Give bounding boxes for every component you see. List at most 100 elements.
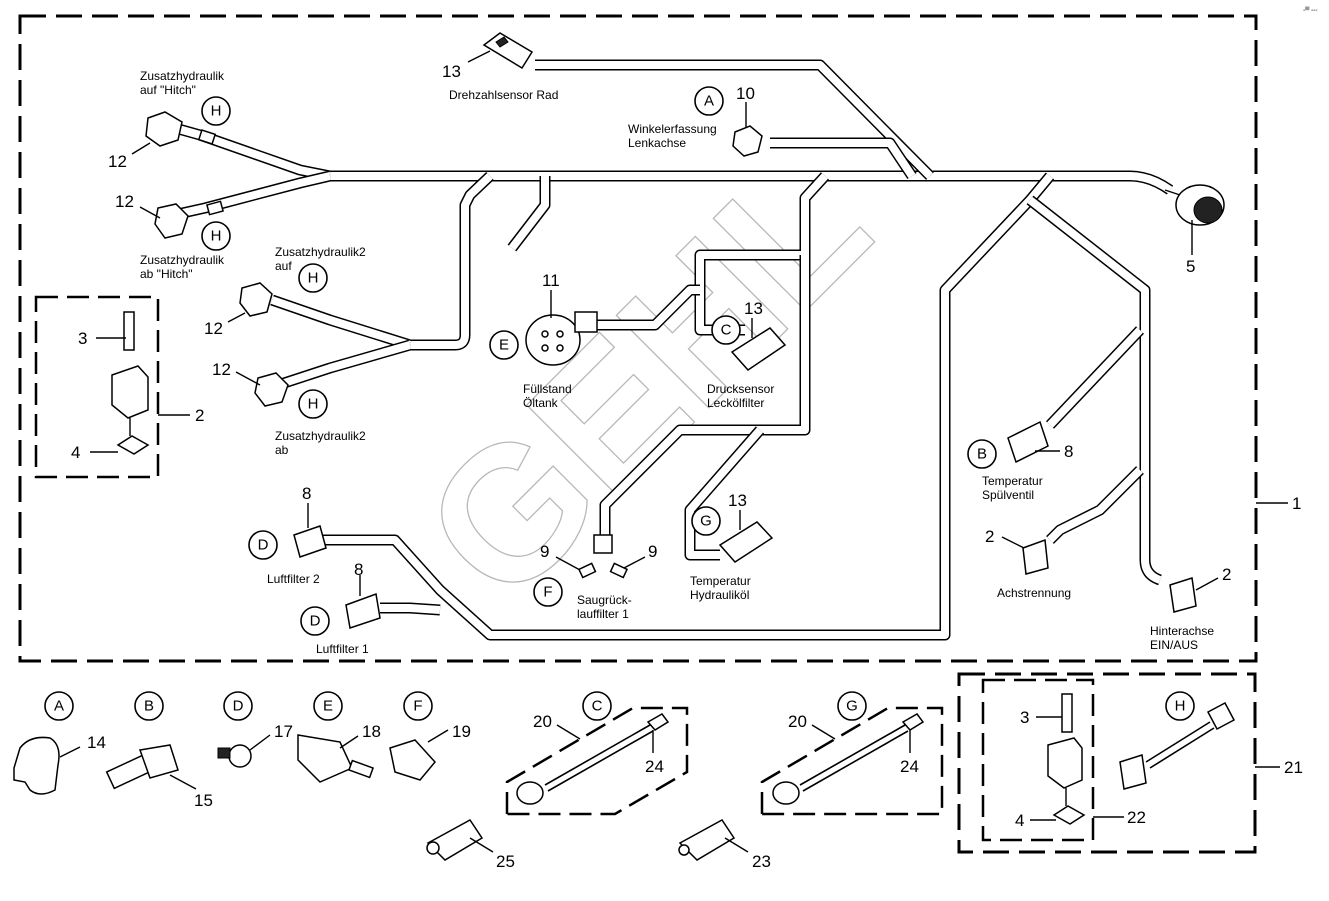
caption-zusatz-auf-hitch-2: auf "Hitch" xyxy=(140,83,196,97)
caption-drucksensor-1: Drucksensor xyxy=(707,382,774,396)
svg-text:F: F xyxy=(413,698,422,715)
connector-9-saugrueck xyxy=(577,534,629,579)
callout-17: 17 xyxy=(274,722,293,741)
caption-zusatz-ab-hitch-1: Zusatzhydraulik xyxy=(140,253,225,267)
svg-text:C: C xyxy=(721,322,732,339)
caption-hinterachse-1: Hinterachse xyxy=(1150,624,1214,638)
part-17-plug xyxy=(217,744,252,768)
letter-marker: G xyxy=(691,506,721,536)
svg-text:A: A xyxy=(54,698,64,715)
caption-zusatz2-auf-1: Zusatzhydraulik2 xyxy=(275,245,366,259)
callout-3: 3 xyxy=(1020,708,1029,727)
callout-10: 10 xyxy=(736,84,755,103)
letter-marker: A xyxy=(694,86,724,116)
svg-text:H: H xyxy=(1175,698,1186,715)
letter-marker: H xyxy=(298,263,328,293)
caption-drucksensor-2: Leckölfilter xyxy=(707,396,764,410)
callout-19: 19 xyxy=(452,722,471,741)
letter-marker: H xyxy=(298,389,328,419)
callout-4: 4 xyxy=(71,443,80,462)
part-25-sensor xyxy=(426,819,484,861)
callout-13: 13 xyxy=(728,491,747,510)
caption-fuellstand-1: Füllstand xyxy=(523,382,572,396)
letter-marker: F xyxy=(403,691,433,721)
svg-text:C: C xyxy=(592,698,603,715)
solenoid-with-cable-h xyxy=(1119,701,1236,790)
callout-14: 14 xyxy=(87,733,106,752)
callout-8: 8 xyxy=(1064,442,1073,461)
part-18-level-sensor xyxy=(297,734,375,783)
svg-text:G: G xyxy=(846,698,858,715)
svg-text:D: D xyxy=(310,613,321,630)
callout-2: 2 xyxy=(985,527,994,546)
caption-temperatur-spuel-1: Temperatur xyxy=(982,474,1043,488)
kit-frame-22 xyxy=(981,678,1095,842)
reference-letters: H H H H A E C B D D F G A B D E F C G H xyxy=(44,86,1195,721)
part-11-fuellstand-sensor xyxy=(525,311,598,366)
caption-luftfilter2: Luftfilter 2 xyxy=(267,572,320,586)
letter-marker: B xyxy=(134,691,164,721)
letter-marker: H xyxy=(1165,691,1195,721)
letter-marker: H xyxy=(201,96,231,126)
kit-frame-g xyxy=(760,706,944,816)
connector-13-drucksensor xyxy=(730,327,787,371)
part-20-sensor-cable-c xyxy=(516,713,670,805)
caption-zusatz2-ab-2: ab xyxy=(275,443,289,457)
letter-marker: G xyxy=(837,691,867,721)
svg-text:B: B xyxy=(144,698,154,715)
part-15-temp-sensor xyxy=(105,744,179,790)
svg-text:H: H xyxy=(211,103,222,120)
callout-22: 22 xyxy=(1127,808,1146,827)
caption-saugrueck-1: Saugrück- xyxy=(577,593,632,607)
callout-12: 12 xyxy=(212,360,231,379)
letter-marker: F xyxy=(533,577,563,607)
caption-winkelerfassung-1: Winkelerfassung xyxy=(628,122,717,136)
corner-mark: ▪▀ ▪▪▪ xyxy=(1303,6,1317,14)
callout-12: 12 xyxy=(108,152,127,171)
callout-24: 24 xyxy=(900,757,919,776)
callout-numbers: 13 12 12 10 5 3 2 4 12 12 11 13 8 1 8 8 … xyxy=(71,62,1303,871)
caption-drehzahlsensor: Drehzahlsensor Rad xyxy=(449,88,558,102)
svg-text:E: E xyxy=(323,698,333,715)
callout-9: 9 xyxy=(540,542,549,561)
svg-text:D: D xyxy=(258,537,269,554)
callout-12: 12 xyxy=(115,192,134,211)
letter-marker: E xyxy=(489,330,519,360)
watermark: GEHL xyxy=(384,116,908,640)
connector-8-luftfilter1 xyxy=(345,592,381,629)
watermark-text: GEHL xyxy=(385,117,908,640)
callout-1: 1 xyxy=(1292,494,1301,513)
caption-hinterachse-2: EIN/AUS xyxy=(1150,638,1198,652)
letter-marker: B xyxy=(967,439,997,469)
letter-marker: H xyxy=(201,221,231,251)
callout-4: 4 xyxy=(1015,811,1024,830)
caption-achstrennung: Achstrennung xyxy=(997,586,1071,600)
callout-21: 21 xyxy=(1284,758,1303,777)
callout-2: 2 xyxy=(195,406,204,425)
connector-8-luftfilter2 xyxy=(293,525,327,558)
leader-lines xyxy=(59,50,1219,853)
connector-12-zusatz2-auf xyxy=(239,282,273,317)
callout-13: 13 xyxy=(744,299,763,318)
subassembly-frame-2 xyxy=(34,295,160,479)
letter-marker: C xyxy=(582,691,612,721)
kit-frame-21 xyxy=(957,672,1257,854)
callout-15: 15 xyxy=(194,791,213,810)
caption-zusatz2-ab-1: Zusatzhydraulik2 xyxy=(275,429,366,443)
caption-zusatz-ab-hitch-2: ab "Hitch" xyxy=(140,267,193,281)
part-23-sensor xyxy=(678,819,736,861)
svg-text:H: H xyxy=(308,396,319,413)
caption-fuellstand-2: Öltank xyxy=(523,396,559,410)
caption-luftfilter1: Luftfilter 1 xyxy=(316,642,369,656)
callout-23: 23 xyxy=(752,852,771,871)
callout-13: 13 xyxy=(442,62,461,81)
connector-5-round xyxy=(1164,184,1225,226)
callout-24: 24 xyxy=(645,757,664,776)
letter-marker: D xyxy=(248,530,278,560)
svg-text:F: F xyxy=(543,584,552,601)
callout-20: 20 xyxy=(788,712,807,731)
svg-text:B: B xyxy=(977,446,987,463)
callout-5: 5 xyxy=(1186,257,1195,276)
svg-text:H: H xyxy=(211,228,222,245)
letter-marker: D xyxy=(223,691,253,721)
